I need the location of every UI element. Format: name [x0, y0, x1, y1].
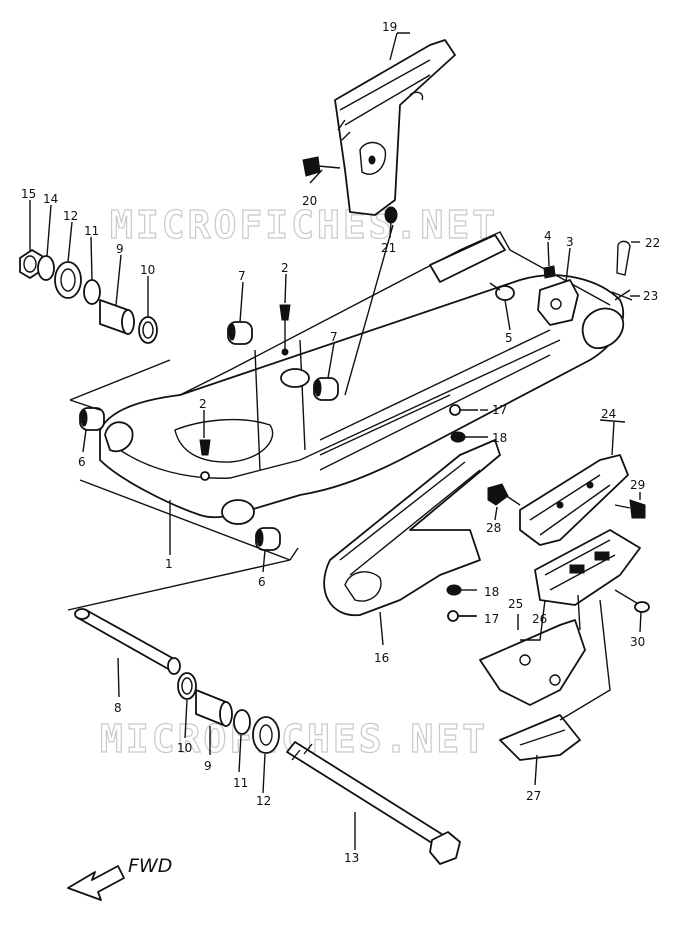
callout-12-lower: 12	[256, 794, 271, 808]
guide-plate-27	[499, 714, 581, 761]
forward-arrow-icon	[67, 865, 125, 901]
leader-lines	[29, 32, 642, 850]
callout-labels: 1 2 2 3 4 5 6 6 7 7 8 9 9 10 10 11 11 12…	[21, 20, 660, 865]
forward-label: FWD	[128, 855, 172, 877]
bolt-20	[302, 156, 341, 177]
chain-buffer-16	[323, 439, 501, 616]
callout-12-upper: 12	[63, 209, 78, 223]
bushing-7-right	[313, 377, 339, 401]
adjuster-3	[537, 279, 579, 326]
callout-7-left: 7	[238, 269, 246, 283]
spacer-9-lower	[195, 689, 233, 727]
callout-4: 4	[544, 229, 552, 243]
seal-12	[54, 261, 82, 299]
washer-18-lower	[446, 584, 462, 596]
callout-21: 21	[381, 241, 396, 255]
callout-20: 20	[302, 194, 317, 208]
callout-16: 16	[374, 651, 389, 665]
callout-1: 1	[165, 557, 173, 571]
callout-23: 23	[643, 289, 658, 303]
callout-17-lower: 17	[484, 612, 499, 626]
washer-18-upper	[450, 431, 466, 443]
bearing-10-lower	[177, 672, 197, 700]
pin-22	[616, 240, 631, 276]
bushing-7-left	[227, 321, 253, 345]
spacer-9	[99, 299, 135, 335]
callout-3: 3	[566, 235, 574, 249]
callout-22: 22	[645, 236, 660, 250]
callout-2-left: 2	[199, 397, 207, 411]
guide-plate-25	[479, 619, 586, 706]
callout-15: 15	[21, 187, 36, 201]
pivot-bolt-13	[286, 741, 461, 865]
callout-19: 19	[382, 20, 397, 34]
bearing-10	[138, 316, 158, 344]
washer-21	[384, 206, 398, 224]
grease-nipple-2-left	[199, 439, 211, 481]
callout-10-lower: 10	[177, 741, 192, 755]
washer-11-lower	[233, 709, 251, 735]
callout-28: 28	[486, 521, 501, 535]
callout-6-lower: 6	[258, 575, 266, 589]
bolt-28	[487, 483, 521, 506]
callout-10-upper: 10	[140, 263, 155, 277]
callout-11-lower: 11	[233, 776, 248, 790]
bolt-17-upper	[449, 404, 478, 416]
callout-27: 27	[526, 789, 541, 803]
callout-26: 26	[532, 612, 547, 626]
clip-23	[611, 289, 633, 301]
bushing-6-upper	[79, 407, 105, 431]
callout-5: 5	[505, 331, 513, 345]
callout-29: 29	[630, 478, 645, 492]
callout-24: 24	[601, 407, 616, 421]
screw-30	[614, 589, 650, 613]
callout-11-upper: 11	[84, 224, 99, 238]
bushing-6-lower	[255, 527, 281, 551]
chain-guide-26	[534, 529, 641, 606]
chain-guard-19	[334, 39, 456, 216]
watermark-top: MICROFICHES.NET	[110, 203, 498, 247]
forward-direction-indicator: FWD	[67, 855, 172, 901]
chain-guide-24	[519, 454, 629, 546]
washer-11	[83, 279, 101, 305]
grease-nipple-2-top	[279, 304, 291, 356]
washer-14	[37, 255, 55, 281]
callout-6-upper: 6	[78, 455, 86, 469]
swingarm	[99, 231, 625, 525]
bolt-29	[614, 499, 646, 519]
callout-18-lower: 18	[484, 585, 499, 599]
callout-9-upper: 9	[116, 242, 124, 256]
callout-7-right: 7	[330, 330, 338, 344]
callout-25: 25	[508, 597, 523, 611]
callout-13: 13	[344, 851, 359, 865]
callout-30: 30	[630, 635, 645, 649]
seal-12-lower	[252, 716, 280, 754]
callout-14: 14	[43, 192, 58, 206]
callout-2-top: 2	[281, 261, 289, 275]
callout-18-upper: 18	[492, 431, 507, 445]
pivot-shaft-8	[74, 608, 181, 675]
callout-8: 8	[114, 701, 122, 715]
callout-17-upper: 17	[492, 403, 507, 417]
bolt-4	[543, 265, 556, 279]
callout-9-lower: 9	[204, 759, 212, 773]
